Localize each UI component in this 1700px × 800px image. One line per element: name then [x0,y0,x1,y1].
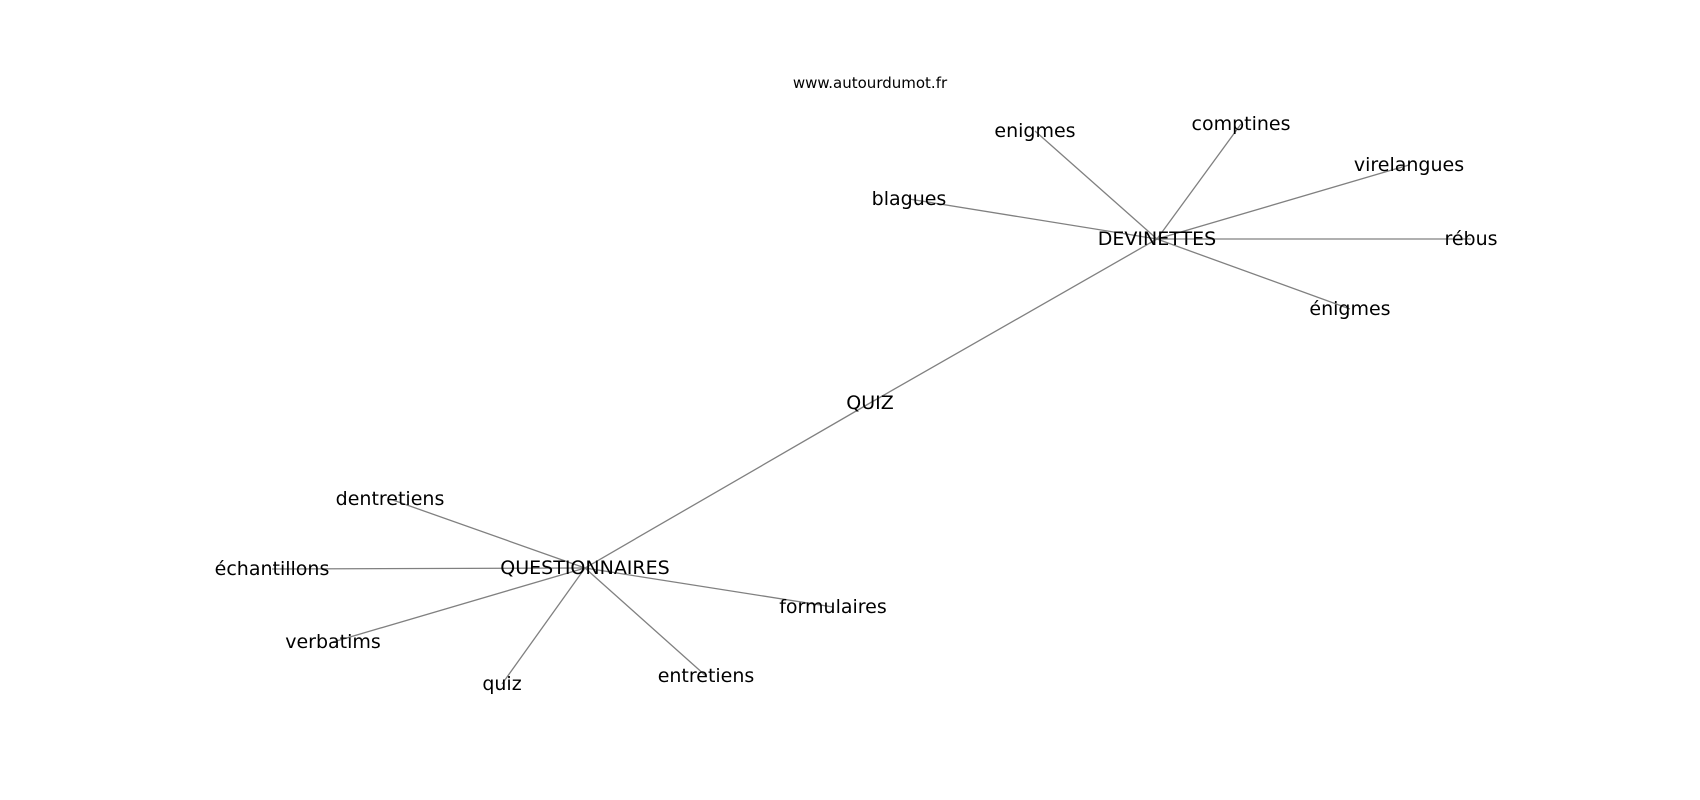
edge-devinettes-enigmes [1034,130,1158,240]
edge-questionnaires-dentretiens [389,498,586,569]
node-echantillons: échantillons [215,558,330,580]
site-url-label: www.autourdumot.fr [793,74,948,92]
node-entretiens: entretiens [658,665,755,687]
node-blagues: blagues [872,188,947,210]
nodes-layer: QUIZ DEVINETTES enigmes comptines virelangue… [215,113,1498,695]
node-quiz: QUIZ [846,392,893,414]
node-verbatims: verbatims [285,631,381,653]
edge-questionnaires-formulaires [584,567,834,608]
node-questionnaires: QUESTIONNAIRES [500,557,669,579]
edge-quiz-questionnaires [584,402,871,569]
edge-devinettes-enigmes [1156,238,1351,310]
edge-devinettes-comptines [1156,123,1242,240]
node-comptines: comptines [1192,113,1291,135]
edge-questionnaires-quiz [501,567,586,685]
node-enigmes: enigmes [994,120,1075,142]
edge-devinettes-virelangues [1156,164,1410,240]
node-quiz: quiz [482,673,521,695]
node-formulaires: formulaires [779,596,887,618]
edge-quiz-devinettes [869,238,1158,404]
edge-questionnaires-entretiens [584,567,707,677]
node-rebus: rébus [1444,228,1497,250]
edge-devinettes-blagues [908,198,1158,240]
edges-layer [271,123,1471,685]
edge-questionnaires-verbatims [332,567,586,643]
node-enigmes: énigmes [1309,298,1390,320]
node-dentretiens: dentretiens [336,488,445,510]
edge-questionnaires-echantillons [271,567,586,570]
node-devinettes: DEVINETTES [1098,228,1216,250]
node-virelangues: virelangues [1354,154,1464,176]
